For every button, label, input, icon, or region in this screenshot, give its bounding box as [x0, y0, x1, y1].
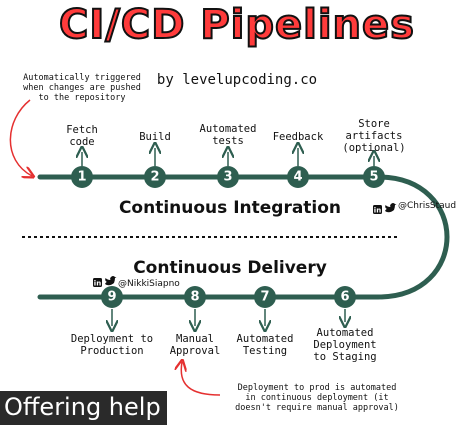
trigger-note-line: Automatically triggered — [23, 73, 141, 83]
svg-text:in: in — [374, 207, 381, 215]
svg-text:in: in — [94, 280, 101, 288]
byline: by levelupcoding.co — [156, 72, 318, 88]
linkedin-icon-bottom: in — [93, 278, 102, 288]
svg-text:6: 6 — [340, 290, 349, 305]
step-label-9: Deployment to Production — [67, 333, 157, 357]
step-label-line: tests — [212, 135, 244, 147]
step-label-7: Automated Testing — [220, 333, 310, 357]
step-node-6: 6 — [334, 286, 356, 308]
author-handle-top: @ChrisStaud — [398, 201, 457, 211]
svg-text:4: 4 — [293, 170, 302, 185]
prod-note-line: in continuous deployment (it — [245, 393, 389, 403]
step-label-line: Store — [358, 118, 390, 130]
step-label-3: Automated tests — [183, 123, 273, 147]
step-node-7: 7 — [254, 286, 276, 308]
step-label-line: Deployment to — [70, 333, 154, 345]
offering-help-banner[interactable]: Offering help — [0, 391, 167, 425]
step-label-line: Manual — [176, 333, 214, 345]
step-label-6: Automated Deployment to Staging — [300, 327, 390, 363]
step-label-line: Testing — [242, 345, 288, 357]
section-title-cd: Continuous Delivery — [133, 258, 327, 278]
pipeline-track — [37, 174, 450, 300]
step-label-line: Build — [139, 131, 171, 143]
step-label-5: Store artifacts (optional) — [329, 118, 419, 154]
twitter-icon-bottom — [105, 276, 117, 286]
svg-text:5: 5 — [369, 170, 378, 185]
step-label-line: (optional) — [342, 142, 406, 154]
page-title: CI/CD Pipelines — [58, 1, 415, 49]
step-label-2: Build — [110, 131, 200, 143]
step-label-line: to Staging — [313, 351, 377, 363]
svg-text:8: 8 — [190, 290, 199, 305]
trigger-note: Automatically triggered when changes are… — [18, 73, 146, 103]
step-label-1: Fetch code — [37, 124, 127, 148]
prod-note: Deployment to prod is automated in conti… — [222, 383, 412, 413]
section-title-ci: Continuous Integration — [118, 198, 342, 218]
step-label-line: Approval — [169, 345, 221, 357]
trigger-note-line: when changes are pushed — [23, 83, 141, 93]
twitter-icon — [385, 203, 397, 213]
step-node-5: 5 — [363, 166, 385, 188]
svg-text:7: 7 — [260, 290, 269, 305]
svg-text:9: 9 — [107, 290, 116, 305]
step-node-3: 3 — [217, 166, 239, 188]
author-handle-bottom: @NikkiSiapno — [118, 279, 180, 289]
step-label-line: Fetch — [66, 124, 98, 136]
step-node-1: 1 — [71, 166, 93, 188]
step-label-line: Automated — [236, 333, 294, 345]
step-label-line: Automated — [199, 123, 257, 135]
step-label-line: Automated — [316, 327, 374, 339]
step-node-9: 9 — [101, 286, 123, 308]
step-node-2: 2 — [144, 166, 166, 188]
trigger-note-line: to the repository — [38, 93, 126, 103]
step-label-8: Manual Approval — [150, 333, 240, 357]
step-label-line: artifacts — [345, 130, 403, 142]
svg-text:2: 2 — [150, 170, 159, 185]
step-label-4: Feedback — [253, 131, 343, 143]
prod-note-line: doesn't require manual approval) — [235, 403, 399, 413]
step-label-line: code — [69, 136, 95, 148]
step-node-8: 8 — [184, 286, 206, 308]
svg-text:1: 1 — [77, 170, 86, 185]
step-label-line: Production — [80, 345, 144, 357]
prod-note-line: Deployment to prod is automated — [237, 383, 397, 393]
svg-text:3: 3 — [223, 170, 232, 185]
step-node-4: 4 — [287, 166, 309, 188]
trigger-arrow — [9, 99, 32, 176]
step-label-line: Deployment — [313, 339, 377, 351]
step-label-line: Feedback — [272, 131, 324, 143]
prod-note-arrow — [181, 362, 221, 396]
linkedin-icon: in — [373, 205, 382, 215]
